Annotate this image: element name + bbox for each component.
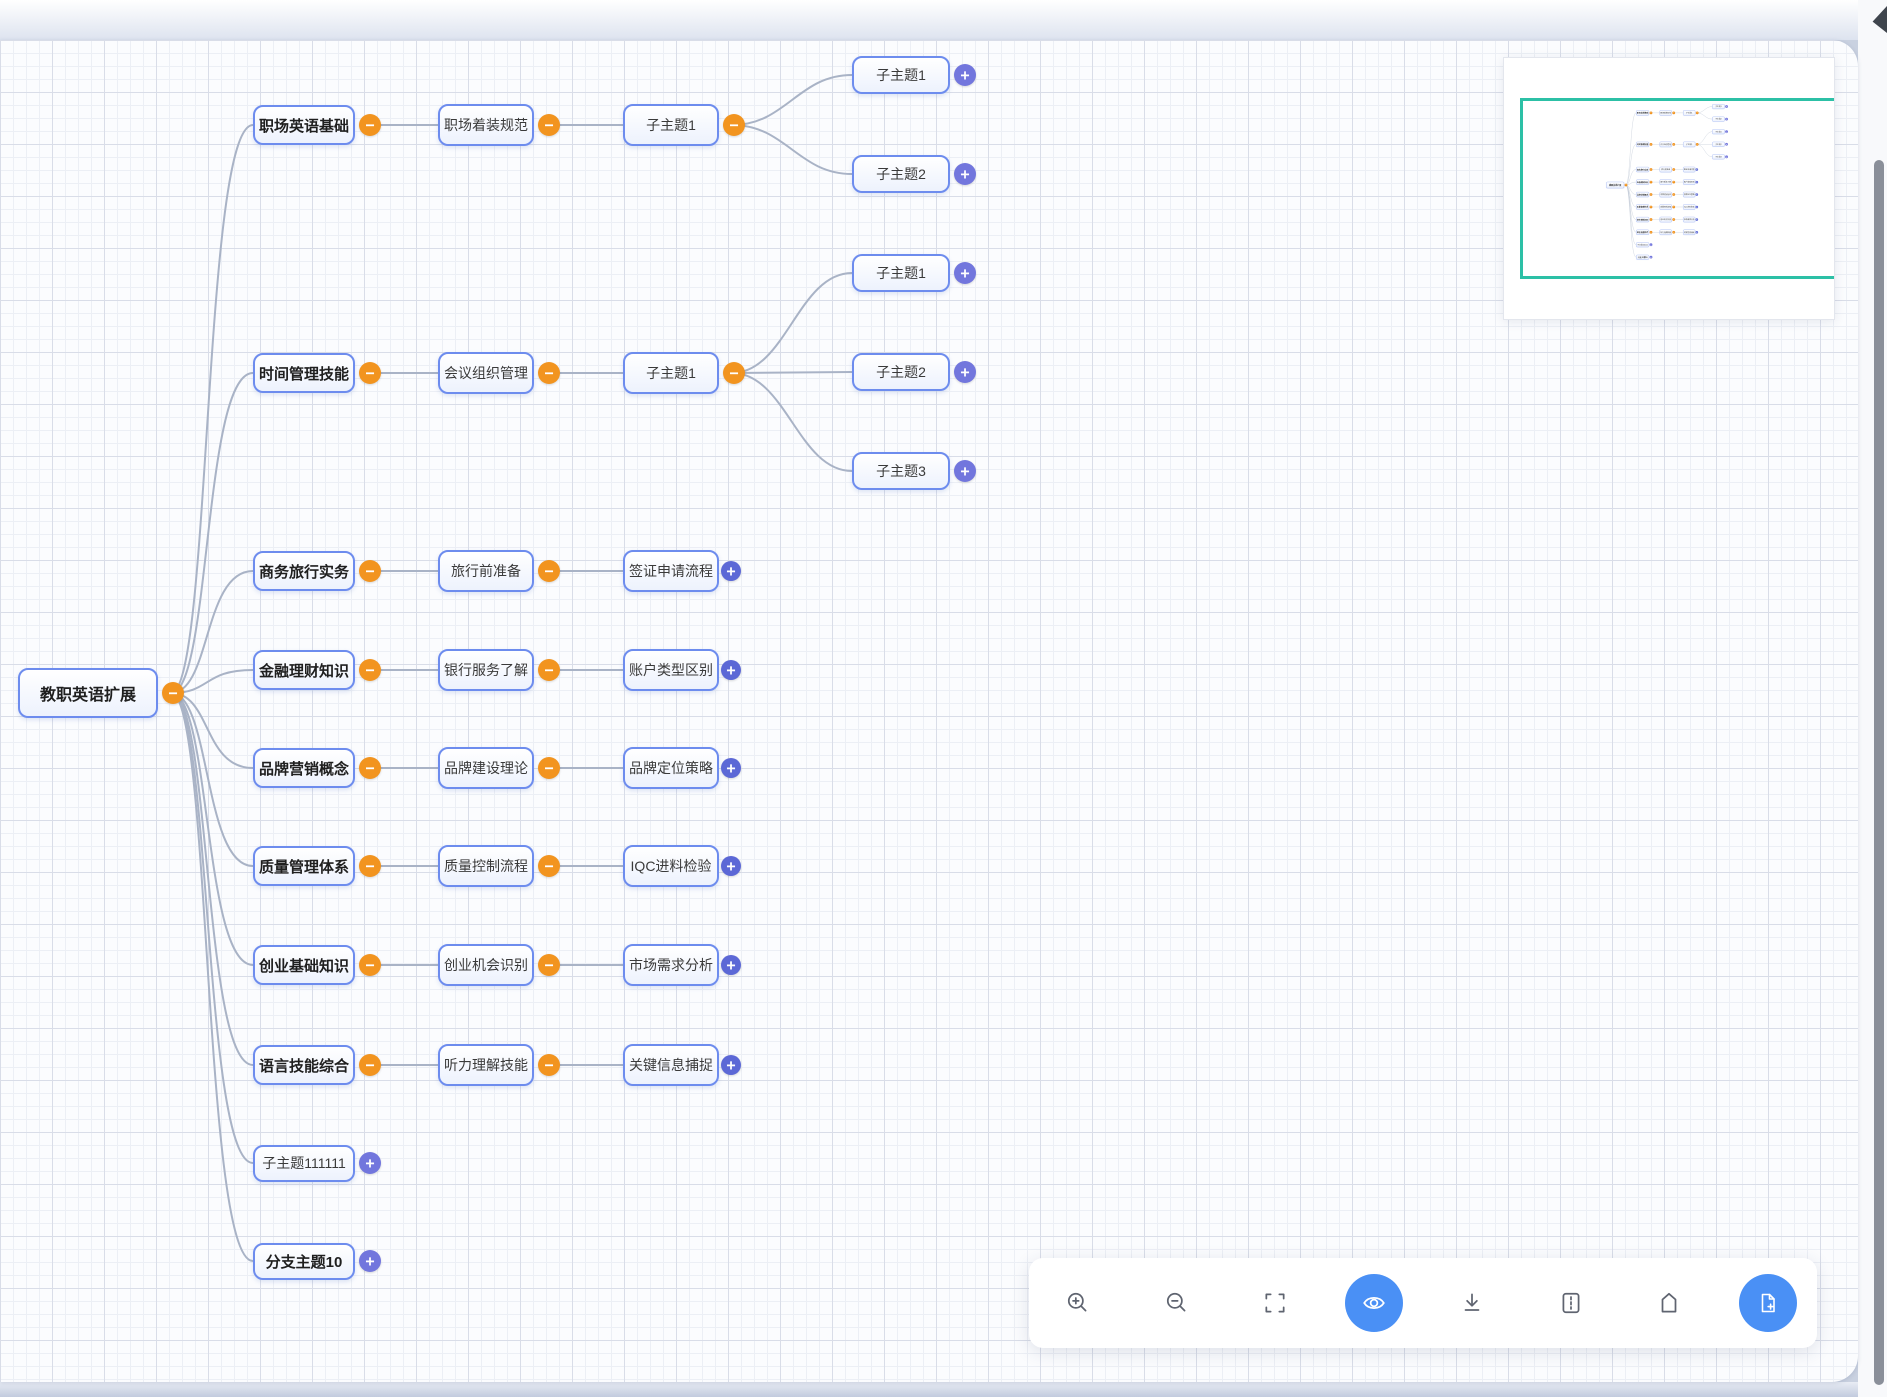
minimap-content: 教职英语扩展−职场英语基础−时间管理技能−商务旅行实务−金融理财知识−品牌营销概…	[1604, 97, 1834, 274]
mindmap-node-n1b[interactable]: 子主题1	[623, 104, 719, 146]
mindmap-node-n7[interactable]: 创业基础知识	[253, 945, 355, 985]
mindmap-node-n2a[interactable]: 会议组织管理	[438, 352, 534, 394]
collapse-button[interactable]: −	[359, 560, 381, 582]
mindmap-node-n2b2[interactable]: 子主题2	[852, 353, 950, 391]
vertical-scrollbar-thumb[interactable]	[1874, 160, 1884, 1385]
collapse-button[interactable]: −	[359, 114, 381, 136]
zoom-in-button[interactable]	[1029, 1290, 1128, 1316]
mindmap-node-n3a[interactable]: 旅行前准备	[438, 550, 534, 592]
toolbar	[1029, 1258, 1817, 1348]
mindmap-node-n8[interactable]: 语言技能综合	[253, 1045, 355, 1085]
collapse-button[interactable]: −	[538, 560, 560, 582]
expand-button[interactable]: +	[721, 1055, 741, 1075]
preview-button[interactable]	[1325, 1274, 1424, 1332]
mindmap-node-n1b1[interactable]: 子主题1	[852, 56, 950, 94]
collapse-button[interactable]: −	[538, 757, 560, 779]
new-file-button[interactable]	[1719, 1274, 1818, 1332]
collapse-button[interactable]: −	[359, 954, 381, 976]
collapse-button[interactable]: −	[359, 1054, 381, 1076]
expand-button[interactable]: +	[721, 955, 741, 975]
home-shape-icon	[1661, 1292, 1677, 1313]
mindmap-node-n2[interactable]: 时间管理技能	[253, 353, 355, 393]
collapse-button[interactable]: −	[162, 682, 184, 704]
mindmap-node-n9[interactable]: 子主题111111	[253, 1144, 355, 1182]
mindmap-node-n8b[interactable]: 关键信息捕捉	[623, 1044, 719, 1086]
mindmap-node-n2b[interactable]: 子主题1	[623, 352, 719, 394]
new-file-button-circle	[1738, 1274, 1797, 1332]
expand-button[interactable]: +	[721, 660, 741, 680]
collapse-button[interactable]: −	[538, 362, 560, 384]
mindmap-node-n5[interactable]: 品牌营销概念	[253, 748, 355, 788]
minimap-viewport[interactable]	[1520, 98, 1834, 279]
mindmap-node-n6a[interactable]: 质量控制流程	[438, 845, 534, 887]
mindmap-node-n2b3[interactable]: 子主题3	[852, 452, 950, 490]
fullscreen-icon	[1265, 1293, 1285, 1313]
expand-button[interactable]: +	[359, 1250, 381, 1272]
download-icon	[1464, 1293, 1480, 1311]
mindmap-node-n1[interactable]: 职场英语基础	[253, 105, 355, 145]
mindmap-node-n10[interactable]: 分支主题10	[253, 1242, 355, 1280]
expand-button[interactable]: +	[954, 262, 976, 284]
shape-home-button[interactable]	[1620, 1290, 1719, 1316]
mindmap-layer: 教职英语扩展−职场英语基础−时间管理技能−商务旅行实务−金融理财知识−品牌营销概…	[1604, 97, 1834, 274]
expand-button[interactable]: +	[721, 758, 741, 778]
expand-button[interactable]: +	[954, 460, 976, 482]
mindmap-node-n4b[interactable]: 账户类型区别	[623, 649, 719, 691]
outline-icon	[1562, 1292, 1580, 1314]
mindmap-node-n6b[interactable]: IQC进料检验	[623, 845, 719, 887]
eye-icon	[1363, 1297, 1385, 1309]
zoom-out-button[interactable]	[1128, 1290, 1227, 1316]
outline-button[interactable]	[1522, 1290, 1621, 1316]
expand-button[interactable]: +	[954, 64, 976, 86]
mindmap-node-n4[interactable]: 金融理财知识	[253, 650, 355, 690]
collapse-button[interactable]: −	[538, 855, 560, 877]
download-button[interactable]	[1423, 1290, 1522, 1316]
expand-button[interactable]: +	[954, 163, 976, 185]
collapse-button[interactable]: −	[538, 659, 560, 681]
mindmap-node-n3[interactable]: 商务旅行实务	[253, 551, 355, 591]
expand-button[interactable]: +	[721, 561, 741, 581]
mindmap-node-n5b[interactable]: 品牌定位策略	[623, 747, 719, 789]
mindmap-node-root[interactable]: 教职英语扩展	[18, 668, 158, 718]
collapse-button[interactable]: −	[359, 855, 381, 877]
collapse-button[interactable]: −	[359, 757, 381, 779]
mindmap-node-n7a[interactable]: 创业机会识别	[438, 944, 534, 986]
zoom-in-icon	[1068, 1292, 1087, 1312]
minimap-panel[interactable]: 教职英语扩展−职场英语基础−时间管理技能−商务旅行实务−金融理财知识−品牌营销概…	[1503, 57, 1835, 320]
expand-button[interactable]: +	[721, 856, 741, 876]
collapse-button[interactable]: −	[359, 362, 381, 384]
canvas-bottom-margin	[0, 1382, 1887, 1397]
collapse-button[interactable]: −	[538, 114, 560, 136]
collapse-button[interactable]: −	[538, 954, 560, 976]
mindmap-node-n7b[interactable]: 市场需求分析	[623, 944, 719, 986]
fit-screen-button[interactable]	[1226, 1290, 1325, 1316]
mindmap-node-n6[interactable]: 质量管理体系	[253, 846, 355, 886]
vertical-scrollbar[interactable]	[1858, 0, 1887, 1397]
mindmap-node-n1a[interactable]: 职场着装规范	[438, 104, 534, 146]
zoom-out-icon	[1166, 1292, 1186, 1312]
mindmap-node-n5a[interactable]: 品牌建设理论	[438, 747, 534, 789]
expand-button[interactable]: +	[359, 1152, 381, 1174]
collapse-button[interactable]: −	[723, 362, 745, 384]
collapse-button[interactable]: −	[359, 659, 381, 681]
collapse-button[interactable]: −	[538, 1054, 560, 1076]
collapse-button[interactable]: −	[723, 114, 745, 136]
preview-button-circle	[1344, 1274, 1403, 1332]
mindmap-node-n2b1[interactable]: 子主题1	[852, 254, 950, 292]
mindmap-node-n8a[interactable]: 听力理解技能	[438, 1044, 534, 1086]
expand-button[interactable]: +	[954, 361, 976, 383]
mindmap-node-n4a[interactable]: 银行服务了解	[438, 649, 534, 691]
mindmap-node-n1b2[interactable]: 子主题2	[852, 155, 950, 193]
file-plus-icon	[1761, 1293, 1775, 1313]
mindmap-node-n3b[interactable]: 签证申请流程	[623, 550, 719, 592]
canvas-top-margin	[0, 0, 1887, 40]
